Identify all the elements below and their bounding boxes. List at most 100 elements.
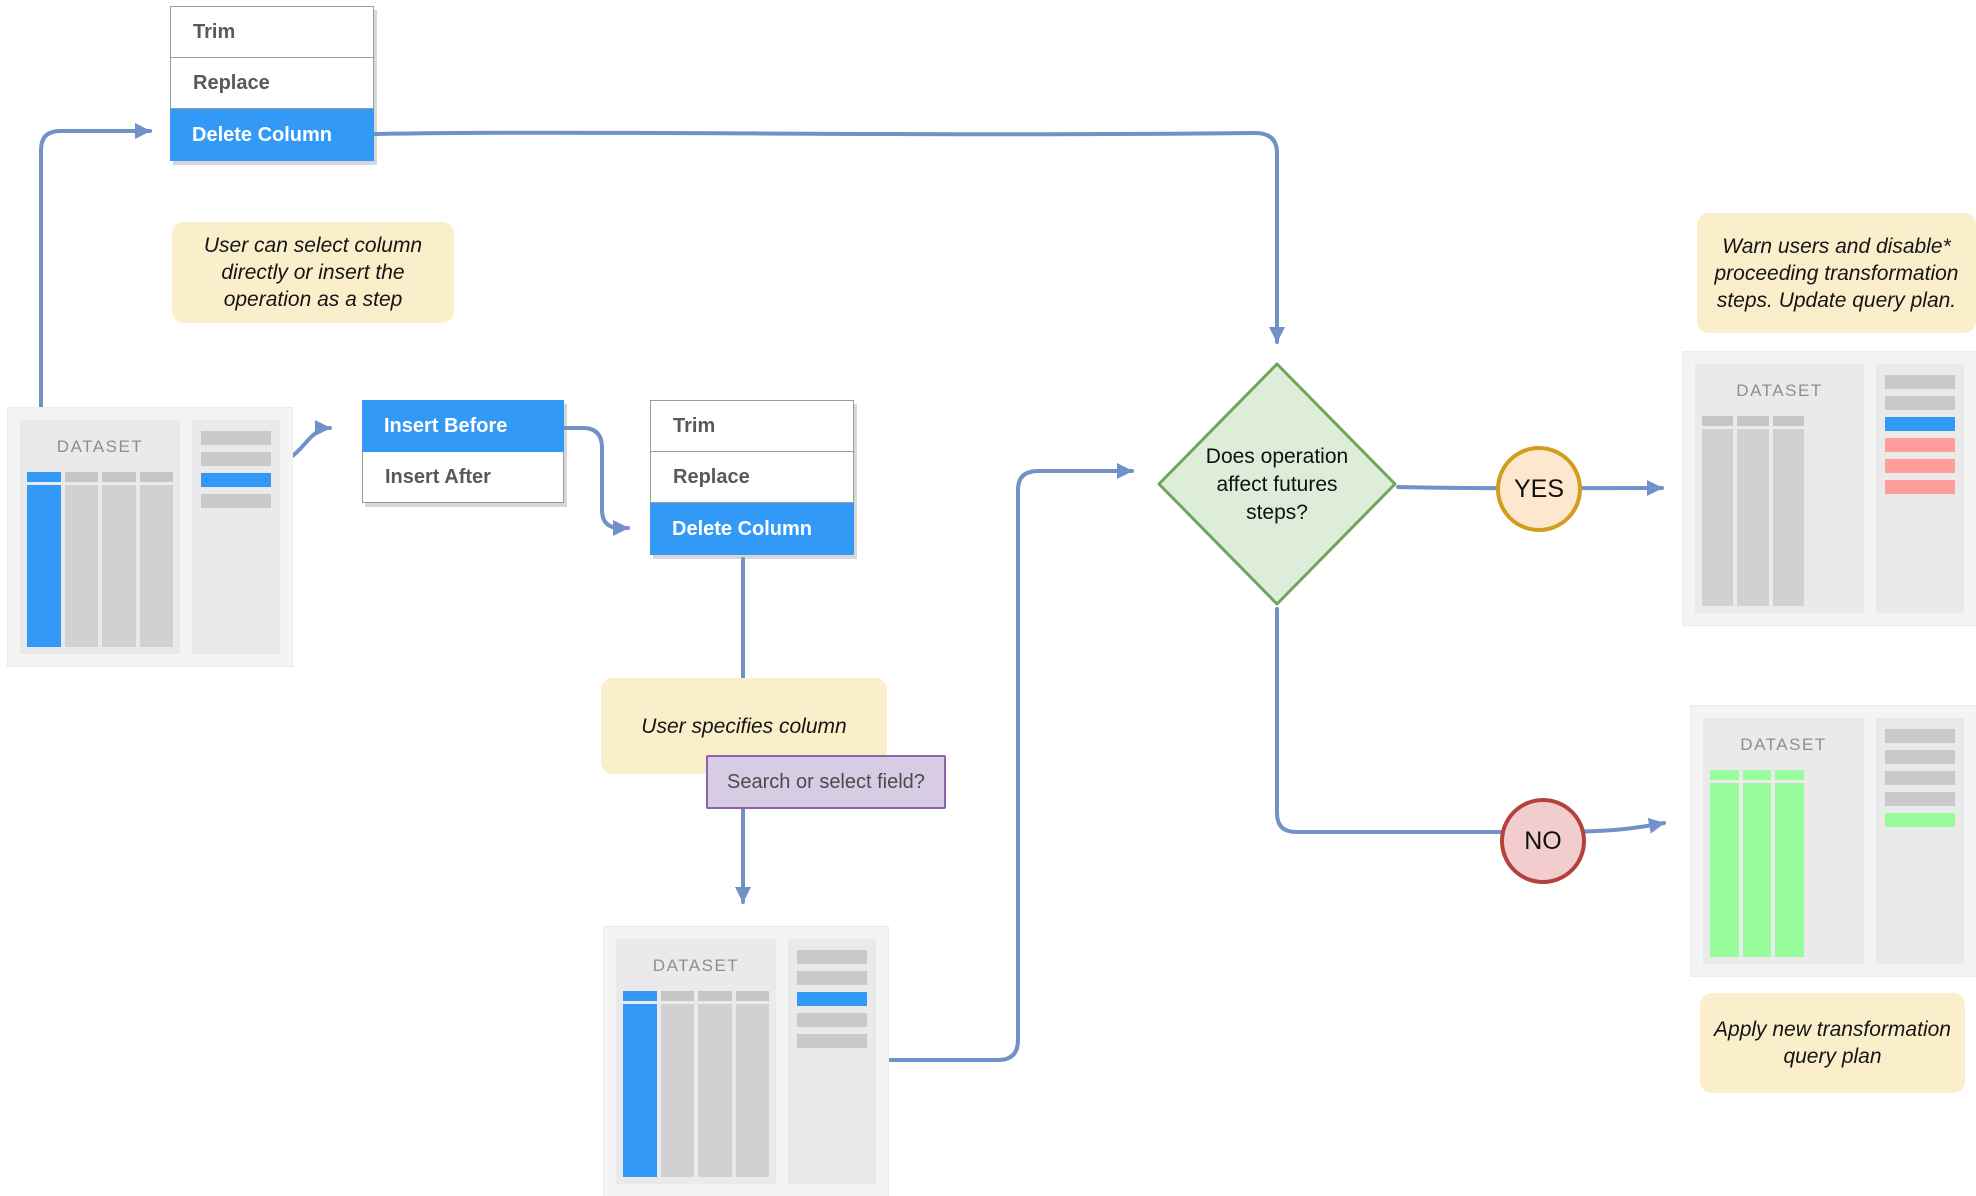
- bar-gray: [797, 950, 867, 964]
- bar-gray: [1885, 729, 1955, 743]
- connector-dataset-to-top-menu: [39, 123, 152, 464]
- column-header: [1742, 770, 1772, 780]
- column-body: [102, 485, 136, 647]
- menu-item-delete-column[interactable]: Delete Column: [650, 503, 854, 555]
- col-green: [1710, 770, 1739, 957]
- dataset-sidebar: [1876, 718, 1964, 964]
- note-apply-plan: Apply new transformation query plan: [1700, 993, 1965, 1093]
- connector-dataset-to-decision: [882, 463, 1134, 1062]
- column-header: [735, 991, 769, 1001]
- yes-badge: YES: [1496, 446, 1582, 532]
- dataset-title: DATASET: [1740, 735, 1827, 754]
- dataset-table: DATASET: [616, 939, 776, 1184]
- dataset-columns: [616, 991, 776, 1184]
- menu-item-trim[interactable]: Trim: [651, 401, 853, 452]
- bar-gray: [1885, 396, 1955, 410]
- context-menu-insert: Insert Before Insert After: [362, 400, 564, 503]
- column-body: [27, 485, 61, 647]
- column-header: [660, 991, 694, 1001]
- dataset-columns: [20, 472, 180, 654]
- bar-pink: [1885, 459, 1955, 473]
- dataset-table: DATASET: [1703, 718, 1864, 964]
- dataset-table: DATASET: [1695, 364, 1864, 613]
- bar-gray: [201, 452, 271, 466]
- menu-item-trim[interactable]: Trim: [171, 7, 373, 58]
- column-header: [1702, 416, 1734, 426]
- dataset-sidebar: [192, 420, 280, 654]
- column-header: [1710, 770, 1739, 780]
- connector-decision-no: [1275, 607, 1666, 834]
- bar-gray: [797, 1013, 867, 1027]
- bar-pink: [1885, 480, 1955, 494]
- col-gray: [735, 991, 769, 1177]
- bar-green: [1885, 813, 1955, 827]
- bar-gray: [201, 431, 271, 445]
- bar-gray: [201, 494, 271, 508]
- bar-gray: [797, 1034, 867, 1048]
- dataset-widget-top-right: DATASET: [1683, 352, 1976, 625]
- menu-item-replace[interactable]: Replace: [171, 58, 373, 109]
- bar-gray: [797, 971, 867, 985]
- dataset-title: DATASET: [1736, 381, 1823, 400]
- col-gray: [1772, 416, 1804, 606]
- bar-blue: [797, 992, 867, 1006]
- bar-blue: [201, 473, 271, 487]
- col-gray: [139, 472, 173, 647]
- no-badge: NO: [1500, 798, 1586, 884]
- bar-pink: [1885, 438, 1955, 452]
- col-blue: [27, 472, 61, 647]
- column-body: [698, 1004, 732, 1177]
- column-header: [1775, 770, 1805, 780]
- column-body: [64, 485, 98, 647]
- menu-item-replace[interactable]: Replace: [651, 452, 853, 503]
- column-header: [102, 472, 136, 482]
- column-body: [1742, 783, 1772, 957]
- dataset-columns: [1695, 416, 1864, 613]
- menu-item-insert-after[interactable]: Insert After: [363, 452, 563, 502]
- column-header: [27, 472, 61, 482]
- column-body: [139, 485, 173, 647]
- column-body: [1775, 783, 1805, 957]
- dataset-sidebar: [788, 939, 876, 1184]
- bar-gray: [1885, 750, 1955, 764]
- connector-top-menu-to-decision: [372, 130, 1285, 344]
- dataset-widget-left: DATASET: [8, 408, 292, 666]
- col-gray: [660, 991, 694, 1177]
- column-body: [1710, 783, 1739, 957]
- decision-diamond-text: Does operation affect futures steps?: [1205, 445, 1349, 524]
- context-menu-top: Trim Replace Delete Column: [170, 6, 374, 161]
- column-header: [1737, 416, 1769, 426]
- dataset-table: DATASET: [20, 420, 180, 654]
- menu-item-delete-column[interactable]: Delete Column: [170, 109, 374, 161]
- bar-gray: [1885, 792, 1955, 806]
- col-blue: [623, 991, 657, 1177]
- context-menu-mid: Trim Replace Delete Column: [650, 400, 854, 555]
- column-body: [660, 1004, 694, 1177]
- bar-gray: [1885, 375, 1955, 389]
- col-gray: [1702, 416, 1734, 606]
- column-header: [1772, 416, 1804, 426]
- dataset-widget-bottom-right: DATASET: [1691, 706, 1976, 976]
- column-header: [623, 991, 657, 1001]
- col-gray: [102, 472, 136, 647]
- dataset-title: DATASET: [56, 437, 144, 456]
- dataset-title: DATASET: [652, 956, 740, 975]
- column-body: [735, 1004, 769, 1177]
- decision-diamond: [1157, 362, 1397, 606]
- column-body: [1737, 429, 1769, 606]
- col-gray: [64, 472, 98, 647]
- column-header: [698, 991, 732, 1001]
- column-body: [623, 1004, 657, 1177]
- question-box-search-select-field: Search or select field?: [706, 755, 946, 809]
- dataset-widget-bottom-center: DATASET: [604, 927, 888, 1196]
- menu-item-insert-before[interactable]: Insert Before: [362, 400, 564, 452]
- col-green: [1742, 770, 1772, 957]
- note-select-column: User can select column directly or inser…: [172, 222, 454, 323]
- connector-insert-to-mid-menu: [561, 426, 630, 536]
- column-header: [139, 472, 173, 482]
- col-green: [1775, 770, 1805, 957]
- bar-gray: [1885, 771, 1955, 785]
- note-warn-users: Warn users and disable* proceeding trans…: [1697, 213, 1976, 333]
